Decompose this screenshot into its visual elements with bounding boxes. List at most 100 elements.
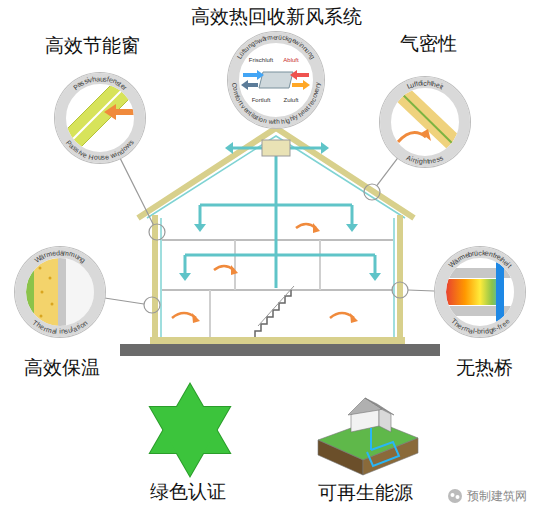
air-label: Frischluft: [248, 57, 274, 64]
arc-letter: d: [55, 249, 59, 256]
leader-line: [377, 158, 398, 186]
insulation-lens: WärmedämmungThermal insulation高效保温: [15, 247, 105, 337]
chinese-label: 高效节能窗: [45, 35, 140, 57]
arc-letter: [57, 328, 59, 335]
arc-letter: h: [91, 75, 96, 83]
arc-letter: t: [274, 119, 276, 126]
house-roof: [365, 398, 394, 415]
duct: [184, 255, 187, 274]
texture-dot: [39, 267, 42, 270]
arrow-head: [303, 80, 310, 90]
thermal-bridge-lens: WärmebrückenfreiheitThermal-bridge-free无…: [435, 247, 525, 337]
chinese-label: 绿色认证: [150, 481, 226, 503]
airtight-membrane: [394, 86, 455, 146]
arc-letter: b: [477, 328, 481, 335]
arc-letter: c: [478, 249, 482, 256]
chinese-label: 可再生能源: [318, 482, 413, 504]
chinese-label: 无热桥: [456, 357, 513, 379]
detail-markers: [105, 158, 434, 313]
star-fill: [150, 407, 230, 476]
extract-air-arrow: [296, 73, 309, 77]
house-roof: [348, 398, 382, 415]
insulation-detail: [20, 252, 100, 332]
arc-letter: d: [417, 79, 422, 86]
icon-dot: [456, 495, 460, 499]
slab-layer: [440, 268, 520, 278]
airtightness-detail: [389, 82, 462, 156]
english-caption: Thermal-bridge-free: [435, 247, 525, 337]
duct: [290, 147, 322, 150]
chinese-label: 气密性: [400, 33, 457, 55]
airtightness-lens: LuftdichtheitAirtightness气密性: [380, 77, 470, 167]
partition: [234, 240, 236, 290]
exhaust-air-arrow: [247, 83, 258, 87]
window-lens: PassivhausfensterPassive House windows高效…: [55, 73, 145, 163]
icon-dot: [451, 493, 455, 497]
arrow-head: [346, 224, 358, 232]
house-illustration: [120, 128, 440, 356]
lens-ring: [15, 247, 105, 337]
heat-pipe: [367, 428, 399, 466]
wall: [397, 215, 403, 340]
leader-line: [120, 158, 153, 225]
supply-air-arrow: [292, 83, 304, 87]
render-layer: [26, 252, 34, 332]
icon-disc: [448, 489, 462, 503]
airtight-layer: [160, 218, 162, 337]
arc-letter: w: [268, 119, 273, 126]
english-caption: Thermal insulation: [15, 247, 105, 337]
arrow-head: [104, 104, 116, 120]
star-outline: [135, 382, 245, 478]
wall: [152, 215, 158, 340]
lens-ring: [55, 73, 145, 163]
english-caption: Airtightness: [380, 77, 470, 167]
ventilation-unit: [262, 140, 290, 156]
detail-marker: [392, 282, 408, 298]
arc-letter: l: [55, 328, 57, 335]
arc-letter: ü: [474, 249, 479, 256]
fresh-air-arrow: [243, 73, 258, 77]
chinese-label: 高效保温: [24, 357, 100, 379]
ducts: [185, 148, 375, 288]
arc-letter: a: [96, 75, 100, 82]
watermark-icon: [448, 489, 462, 503]
arc-letter: o: [93, 154, 98, 161]
thermal-bridge-detail: [440, 256, 520, 328]
german-caption: Lüftungswärmerückgewinnung: [228, 32, 324, 128]
texture-dot: [40, 315, 43, 318]
arc-letter: h: [276, 119, 280, 126]
air-label: Fortluft: [251, 97, 272, 104]
lens-ring: [380, 77, 470, 167]
arrow-head: [192, 313, 200, 323]
arrow-head: [194, 224, 206, 232]
temperature-band: [444, 279, 504, 305]
stairs: [255, 290, 291, 337]
german-caption: Luftdichtheit: [380, 77, 470, 167]
english-caption: Comfort ventilation with highly heat rec…: [228, 32, 324, 128]
arc-letter: e: [273, 34, 277, 41]
duct: [232, 147, 262, 150]
geothermal-icon: [313, 380, 423, 476]
detail-marker: [149, 224, 165, 240]
duct: [374, 255, 377, 274]
texture-dot: [51, 303, 54, 306]
arc-letter: -: [474, 328, 477, 335]
arc-letter: c: [423, 79, 427, 86]
arrow-head: [369, 273, 381, 281]
lens-ring: [228, 32, 324, 128]
partition: [319, 240, 321, 290]
partition: [209, 290, 211, 337]
ventilation-detail: [239, 43, 313, 117]
arc-letter: i: [421, 79, 423, 86]
certification-star: 绿色认证: [135, 382, 245, 478]
window-detail: [56, 72, 140, 156]
heat-exchanger: [259, 72, 293, 88]
slab-layer: [440, 306, 520, 316]
arc-letter: n: [262, 117, 267, 124]
leader-line: [105, 298, 144, 304]
building-layer: [389, 82, 462, 150]
floor: [162, 289, 393, 291]
texture-dot: [41, 291, 44, 294]
german-caption: Passivhausfenster: [55, 73, 145, 163]
english-caption: Passive House windows: [55, 73, 145, 163]
